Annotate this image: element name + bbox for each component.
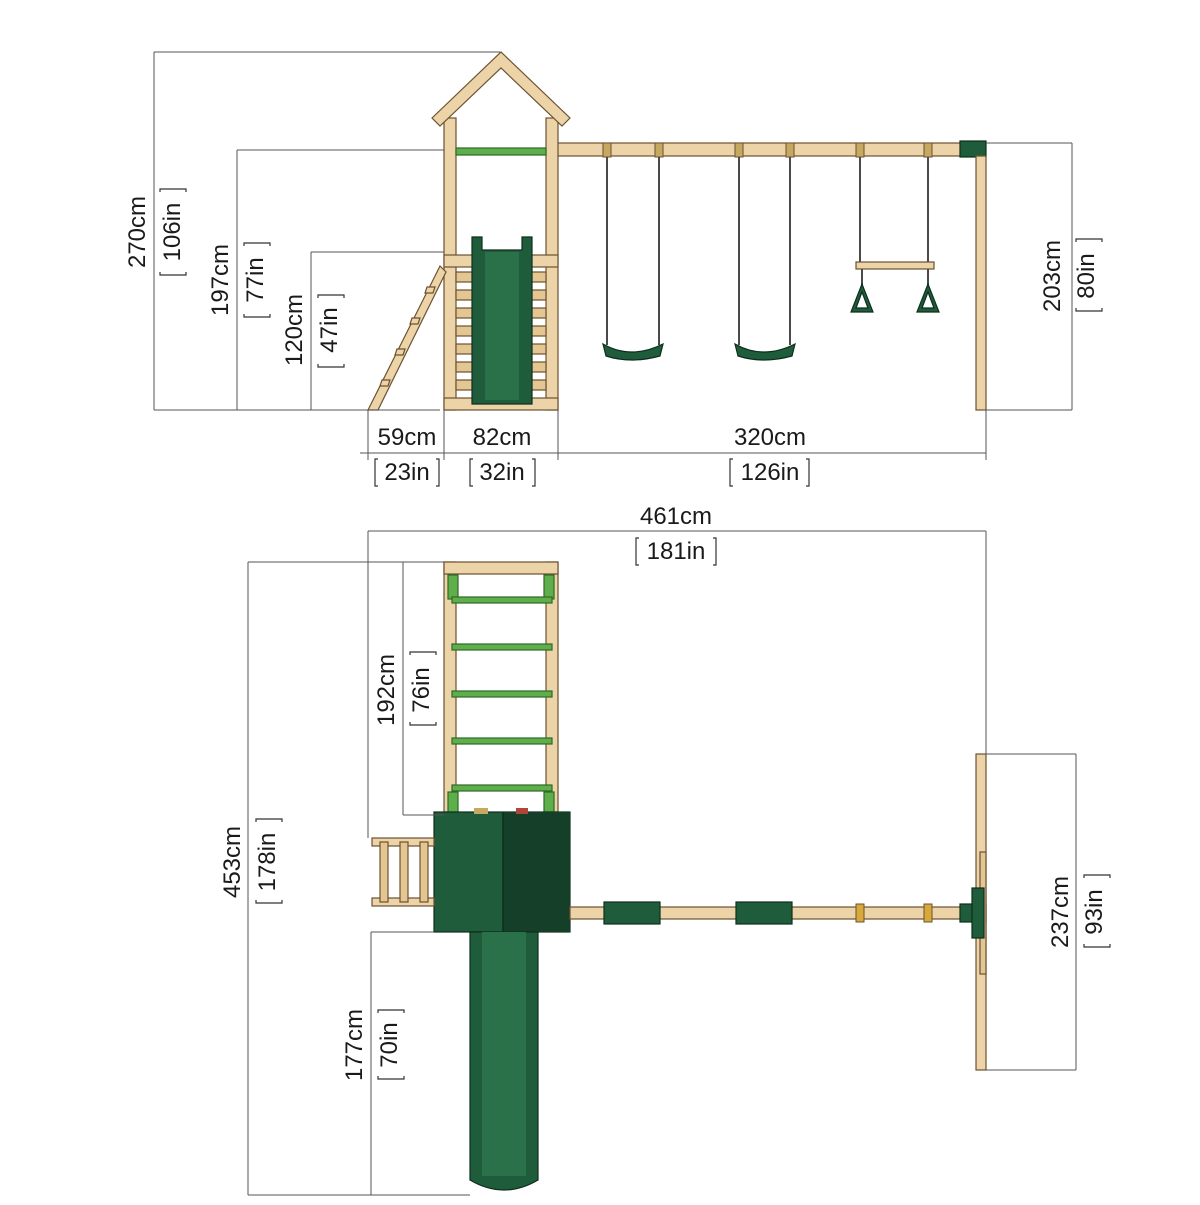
end-leg-height-in: 80in: [1073, 253, 1100, 298]
dim-swing-beam-height: 197cm 77in: [207, 242, 271, 318]
platform-height-in: 47in: [316, 307, 343, 352]
swing-beam-height-cm: 197cm: [207, 244, 234, 316]
roof-panel-right: [503, 812, 570, 932]
monkey-bar-end: [443, 561, 559, 575]
platform-height-cm: 120cm: [281, 294, 308, 366]
tower-width-in: 32in: [479, 459, 524, 486]
belt-swing-2: [734, 142, 796, 361]
monkey-bars-length-cm: 192cm: [373, 654, 400, 726]
side-ladder: [367, 264, 447, 411]
side-dimension-lines: [153, 51, 1073, 460]
trapeze-bar: [850, 142, 940, 313]
dim-ladder-width: 59cm 23in: [374, 424, 440, 487]
roof-cap-left: [474, 808, 488, 814]
tower-width-cm: 82cm: [473, 424, 532, 451]
monkey-bars-length-in: 76in: [408, 667, 435, 712]
overall-width-in: 181in: [647, 538, 706, 565]
swing-beam-length-cm: 320cm: [734, 424, 806, 451]
overall-depth-in: 178in: [254, 833, 281, 892]
slide-chute-top: [482, 932, 526, 1176]
top-dimension-lines: [247, 530, 1077, 1196]
total-height-in: 106in: [159, 203, 186, 262]
dim-tower-width: 82cm 32in: [469, 424, 536, 487]
dim-monkey-bars-length: 192cm 76in: [373, 651, 437, 726]
dim-swing-beam-length: 320cm 126in: [729, 424, 810, 487]
swing-end-leg: [975, 155, 987, 411]
end-leg-height-cm: 203cm: [1039, 240, 1066, 312]
aframe-width-cm: 237cm: [1047, 876, 1074, 948]
top-ladder: [371, 837, 435, 907]
total-height-cm: 270cm: [124, 196, 151, 268]
slide-chute: [485, 252, 519, 400]
aframe-width-in: 93in: [1081, 889, 1108, 934]
ladder-width-in: 23in: [384, 459, 429, 486]
overall-depth-cm: 453cm: [219, 826, 246, 898]
dim-end-leg-height: 203cm 80in: [1039, 238, 1103, 312]
slide-length-in: 70in: [376, 1022, 403, 1067]
swing-beam-length-in: 126in: [741, 459, 800, 486]
tower-handle-bar: [455, 147, 547, 156]
dim-slide-length: 177cm 70in: [341, 1009, 405, 1081]
swing-beam: [555, 142, 963, 157]
dim-aframe-width: 237cm 93in: [1047, 874, 1111, 948]
roof-cap-right: [516, 808, 528, 814]
side-view: 270cm 106in 197cm 77in 120cm 47in 203cm …: [124, 51, 1103, 487]
tower-roof: [431, 51, 571, 127]
slide-length-cm: 177cm: [341, 1009, 368, 1081]
swing-beam-height-in: 77in: [242, 257, 269, 302]
beam-bracket: [959, 140, 987, 158]
dim-overall-depth: 453cm 178in: [219, 818, 283, 904]
ladder-width-cm: 59cm: [378, 424, 437, 451]
aframe-bracket-side: [971, 887, 985, 939]
top-view: 461cm 181in 453cm 178in 192cm 76in 177cm…: [219, 503, 1111, 1196]
monkey-bar-rungs: [447, 574, 555, 813]
dim-platform-height: 120cm 47in: [281, 294, 345, 368]
belt-swing-1: [602, 142, 664, 361]
overall-width-cm: 461cm: [640, 503, 712, 530]
swing-seats-top: [603, 901, 933, 925]
dim-overall-width: 461cm 181in: [635, 503, 717, 566]
dim-total-height: 270cm 106in: [124, 188, 187, 276]
